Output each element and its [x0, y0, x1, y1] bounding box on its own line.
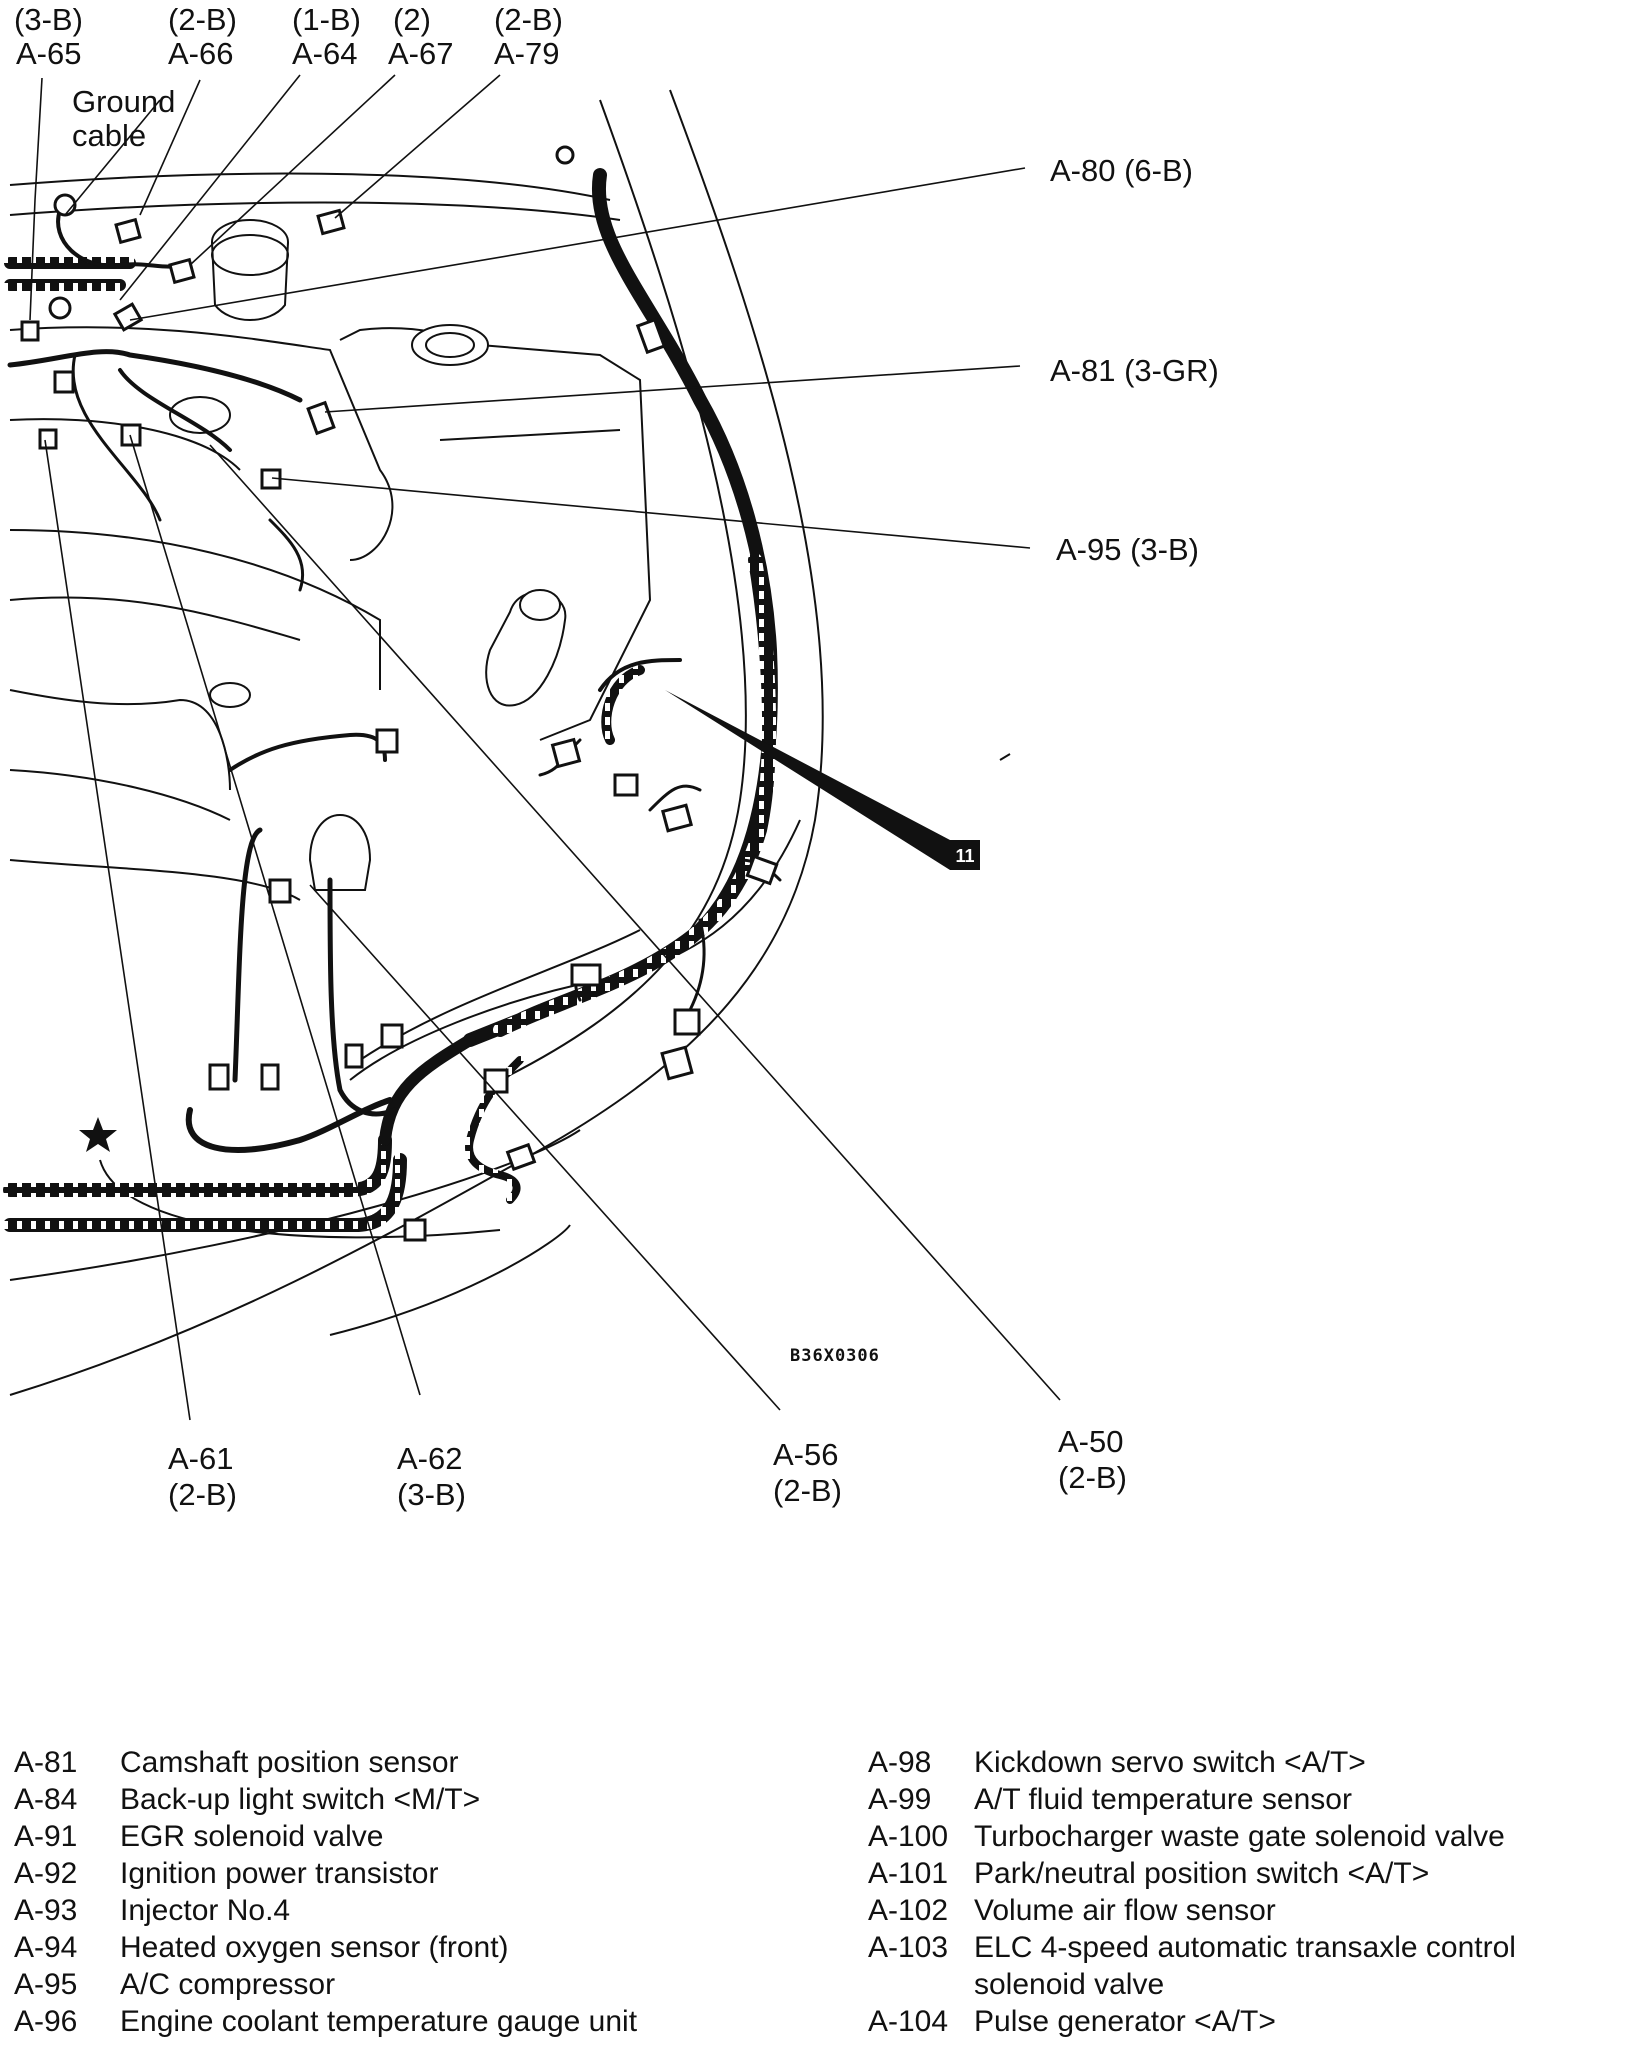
callout-a64-spec: (1-B)	[292, 2, 361, 37]
legend-item: A-104 Pulse generator <A/T>	[868, 2003, 1634, 2040]
legend-description: EGR solenoid valve	[120, 1820, 384, 1853]
legend-description: Heated oxygen sensor (front)	[120, 1931, 509, 1964]
callout-a62-id: A-62	[397, 1441, 462, 1476]
callout-a50-spec: (2-B)	[1058, 1460, 1127, 1495]
leader-lines	[29, 74, 1061, 1421]
callout-a62-spec: (3-B)	[397, 1477, 466, 1512]
legend-item: A-101 Park/neutral position switch <A/T>	[868, 1855, 1634, 1892]
legend-item: A-93 Injector No.4	[14, 1892, 637, 1929]
legend-description: Engine coolant temperature gauge unit	[120, 2005, 638, 2038]
callout-a66-id: A-66	[168, 36, 233, 71]
badge-pointer	[665, 690, 950, 870]
legend-description: A/C compressor	[120, 1968, 336, 2001]
callouts-right: A-80 (6-B) A-81 (3-GR) A-95 (3-B)	[1050, 153, 1219, 567]
callout-a65-spec: (3-B)	[14, 2, 83, 37]
legend-item: A-92 Ignition power transistor	[14, 1855, 637, 1892]
legend-number: A-96	[14, 2005, 78, 2038]
callout-a56-spec: (2-B)	[773, 1473, 842, 1508]
callout-a79-spec: (2-B)	[494, 2, 563, 37]
legend-number: A-93	[14, 1894, 78, 1927]
ground-cable-line-1: Ground	[72, 84, 175, 119]
ground-cable-line-2: cable	[72, 118, 146, 153]
legend-number: A-104	[868, 2005, 949, 2038]
legend-number: A-95	[14, 1968, 78, 2001]
callout-a80: A-80 (6-B)	[1050, 153, 1193, 188]
legend-item: A-100 Turbocharger waste gate solenoid va…	[868, 1818, 1634, 1855]
legend-number: A-102	[868, 1894, 949, 1927]
legend-item: A-95 A/C compressor	[14, 1966, 637, 2003]
item-11-badge: 11	[950, 840, 980, 870]
legend-description: ELC 4-speed automatic transaxle control …	[974, 1931, 1516, 2001]
callout-a67-id: A-67	[388, 36, 453, 71]
legend-description: A/T fluid temperature sensor	[974, 1783, 1352, 1816]
callout-a50-id: A-50	[1058, 1424, 1123, 1459]
star-marker	[79, 1117, 117, 1152]
legend-description: Back-up light switch <M/T>	[120, 1783, 481, 1816]
harness-connectors	[20, 145, 779, 1242]
legend-left: A-81 Camshaft position sensor A-84 Back-up…	[14, 1744, 637, 2040]
callout-a61-id: A-61	[168, 1441, 233, 1476]
legend-item: A-96 Engine coolant temperature gauge uni…	[14, 2003, 637, 2040]
callout-a81: A-81 (3-GR)	[1050, 353, 1219, 388]
legend-description: Pulse generator <A/T>	[974, 2005, 1276, 2038]
legend-number: A-91	[14, 1820, 78, 1853]
legend-number: A-101	[868, 1857, 949, 1890]
legend-description: Injector No.4	[120, 1894, 291, 1927]
legend-item: A-102 Volume air flow sensor	[868, 1892, 1634, 1929]
legend-description: Camshaft position sensor	[120, 1746, 459, 1779]
legend-item: A-91 EGR solenoid valve	[14, 1818, 637, 1855]
legend-item: A-94 Heated oxygen sensor (front)	[14, 1929, 637, 1966]
legend-number: A-99	[868, 1783, 932, 1816]
legend-description: Park/neutral position switch <A/T>	[974, 1857, 1430, 1890]
legend-number: A-94	[14, 1931, 78, 1964]
legend-description: Kickdown servo switch <A/T>	[974, 1746, 1366, 1779]
stray-mark	[999, 753, 1011, 761]
callout-a95: A-95 (3-B)	[1056, 532, 1199, 567]
callouts-top: (3-B) A-65 (2-B) A-66 (1-B) A-64 (2) A-6…	[14, 2, 563, 71]
legend-description: Volume air flow sensor	[974, 1894, 1276, 1927]
legend-item: A-98 Kickdown servo switch <A/T>	[868, 1744, 1634, 1781]
legend-item: A-84 Back-up light switch <M/T>	[14, 1781, 637, 1818]
callout-a67-spec: (2)	[393, 2, 431, 37]
callout-a64-id: A-64	[292, 36, 357, 71]
legend-right: A-98 Kickdown servo switch <A/T> A-99 A/T …	[868, 1744, 1634, 2040]
wire-harness	[3, 168, 782, 1232]
callout-a65-id: A-65	[16, 36, 81, 71]
callouts-bottom: A-61 (2-B) A-62 (3-B) A-56 (2-B) A-50 (2…	[168, 1424, 1127, 1512]
legend-number: A-81	[14, 1746, 78, 1779]
legend-number: A-98	[868, 1746, 932, 1779]
legend-description: Ignition power transistor	[120, 1857, 439, 1890]
legend-number: A-84	[14, 1783, 78, 1816]
reservoir-cap	[169, 219, 567, 891]
ground-cable-label: Ground cable	[72, 84, 175, 153]
callout-a79-id: A-79	[494, 36, 559, 71]
wiring-harness-diagram: 11 (3-B) A-65 (2-B) A-66 (1-B) A-64 (2) …	[3, 2, 1219, 1512]
callout-a56-id: A-56	[773, 1437, 838, 1472]
legend-item: A-81 Camshaft position sensor	[14, 1744, 637, 1781]
svg-text:11: 11	[955, 846, 974, 866]
legend-number: A-103	[868, 1931, 949, 1964]
callout-a61-spec: (2-B)	[168, 1477, 237, 1512]
legend-description: Turbocharger waste gate solenoid valve	[974, 1820, 1505, 1853]
legend-item: A-103 ELC 4-speed automatic transaxle con…	[868, 1929, 1634, 2003]
callout-a66-spec: (2-B)	[168, 2, 237, 37]
figure-code: B36X0306	[790, 1346, 880, 1366]
legend-item: A-99 A/T fluid temperature sensor	[868, 1781, 1634, 1818]
legend-number: A-92	[14, 1857, 78, 1890]
legend-number: A-100	[868, 1820, 949, 1853]
